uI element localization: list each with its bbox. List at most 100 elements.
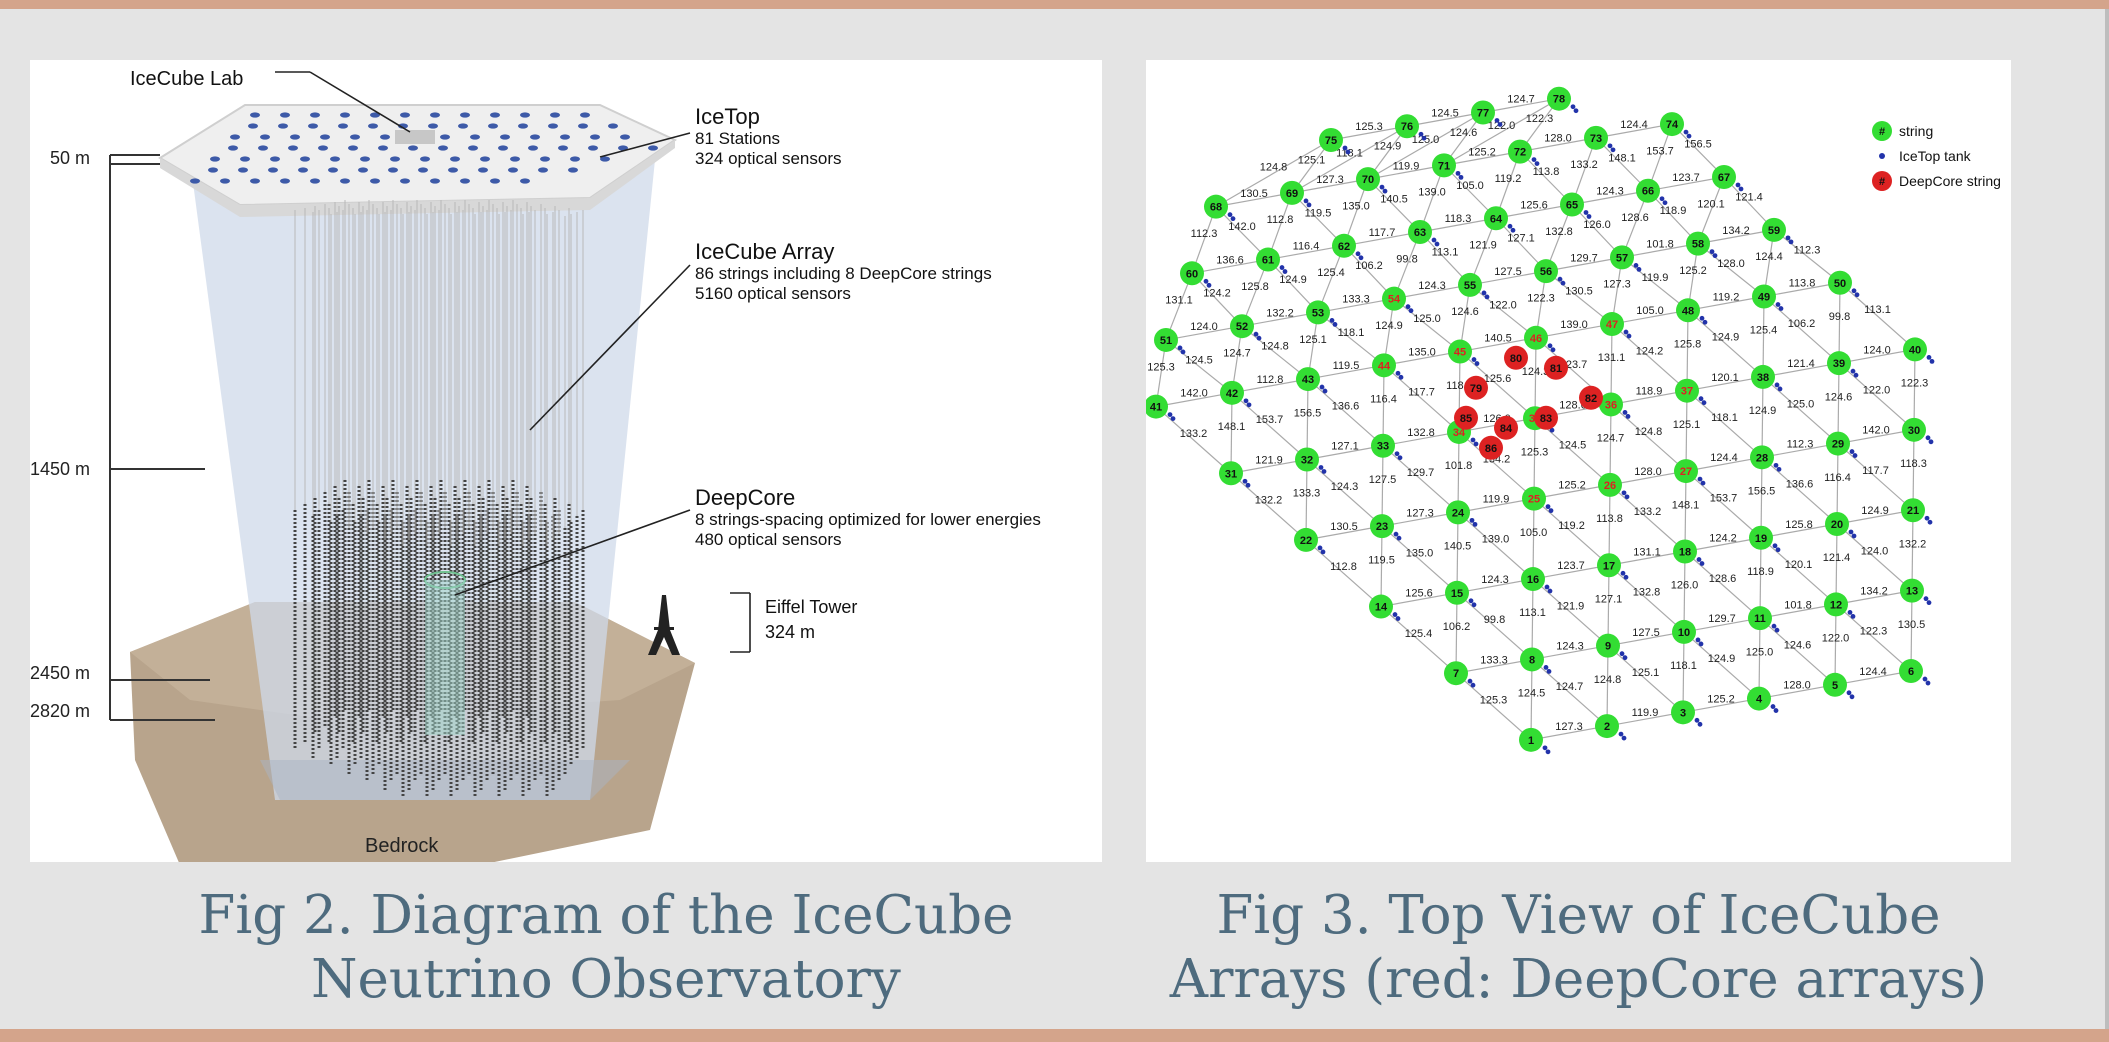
grid-link [1609,470,1687,486]
icetop-station-dot [368,123,378,129]
grid-link [1305,525,1383,541]
icetop-station-dot [270,156,280,162]
string-node [1672,619,1696,644]
icetop-tank-dot [1854,292,1860,298]
icetop-station-dot [318,145,328,151]
icetop-tank-dot [1686,133,1692,139]
distance-label: 134.2 [1722,225,1750,237]
icetop-tank-dot [1473,441,1479,447]
distance-label: 120.1 [1697,198,1725,210]
icetop-tank-dot [1621,490,1627,496]
icetop-station-dot [488,123,498,129]
grid-link [1382,431,1460,447]
distance-label: 124.9 [1374,141,1402,153]
grid-link [1682,631,1685,713]
icetop-tank-dot [1698,641,1704,647]
icetop-tank-dot [1531,157,1537,163]
distance-label: 124.4 [1710,452,1738,464]
distance-label: 127.5 [1494,266,1522,278]
icetop-tank-dot [1700,480,1706,486]
icetop-tank-dot [1773,462,1779,468]
distance-label: 112.8 [1267,214,1294,226]
grid-link [1393,298,1461,353]
grid-link [1687,295,1765,311]
distance-label: 127.1 [1507,233,1535,245]
grid-link [1684,471,1687,552]
distance-label: 128.6 [1709,573,1737,585]
string-node [1371,433,1395,458]
icetop-tank-dot [1847,610,1853,615]
distance-label: 140.5 [1444,541,1472,553]
distance-label: 125.3 [1355,121,1383,133]
icetop-tank-dot [1342,145,1348,151]
icetop-station-dot [530,134,540,140]
icetop-tank-dot [1702,319,1708,325]
distance-label: 129.7 [1407,467,1435,479]
grid-link [1457,511,1534,580]
distance-label: 127.5 [1369,474,1397,486]
right-edge-strip [2105,9,2109,1029]
distance-label: 156.5 [1684,139,1712,151]
string-node-label: 7 [1453,668,1459,680]
distance-label: 119.2 [1713,291,1740,303]
grid-link [1230,458,1308,474]
grid-link [1155,406,1232,474]
legend-tank-swatch [1879,153,1885,159]
string-node [1600,312,1624,337]
grid-link [1684,537,1762,553]
grid-link [1307,378,1384,447]
string-node [1750,445,1774,470]
string-node-label: 2 [1604,721,1610,733]
distance-label: 133.2 [1634,506,1662,518]
distance-label: 101.8 [1445,460,1473,472]
grid-link [1611,309,1689,325]
ice-volume [190,125,655,800]
figure-3-caption-line1: Fig 3. Top View of IceCube [1216,885,1941,946]
grid-link [1535,323,1613,339]
icetop-tank-dot [1851,533,1857,539]
icetop-tank-dot [1712,253,1718,259]
icecube-diagram-svg: 50 m 1450 m 2450 m 2820 m IceCube Lab Ic… [30,68,1041,862]
icetop-tank-dot [1619,651,1625,657]
string-node-label: 42 [1226,388,1238,400]
icetop-tank-dot [1621,735,1627,741]
icetop-station-dot [588,145,598,151]
string-node [1828,270,1852,295]
grid-link [1761,376,1764,458]
icetop-station-dot [250,178,260,184]
icetop-tank-dot [1510,227,1516,233]
string-node-label: 20 [1831,519,1843,531]
string-node [1519,727,1543,752]
grid-link [1835,523,1838,605]
string-node-label: 58 [1692,239,1704,251]
distance-label: 125.1 [1298,154,1326,166]
string-node [1370,514,1394,539]
distance-label: 122.0 [1489,299,1517,311]
distance-label: 121.4 [1787,358,1815,370]
string-node-label: 30 [1908,425,1920,437]
callout-lines [275,71,751,653]
grid-link [1317,311,1385,366]
icetop-station-dot [330,156,340,162]
grid-link [1611,323,1688,392]
icetop-tank-dot [1548,508,1554,514]
grid-link [1686,390,1763,458]
string-node-label: 33 [1377,441,1389,453]
icetop-station-dot [288,145,298,151]
string-node-label: 37 [1681,386,1693,398]
string-node-label: 77 [1477,107,1489,119]
icetop-tank-dot [1624,494,1630,500]
top-accent-bar [0,0,2109,9]
string-node [1204,194,1228,219]
grid-link [1230,392,1233,474]
icetop-station-dot [210,156,220,162]
grid-link [1839,282,1916,350]
icetop-tank-dot [1699,561,1705,566]
icetop-station-dot [508,167,518,173]
eiffel-tower-height: 324 m [765,622,815,642]
grid-link [1763,296,1840,364]
distance-label: 136.6 [1786,479,1814,491]
figure-3-caption: Fig 3. Top View of IceCube Arrays (red: … [1146,884,2011,1012]
icetop-tank-dot [1785,235,1791,241]
string-node-label: 29 [1832,439,1844,451]
